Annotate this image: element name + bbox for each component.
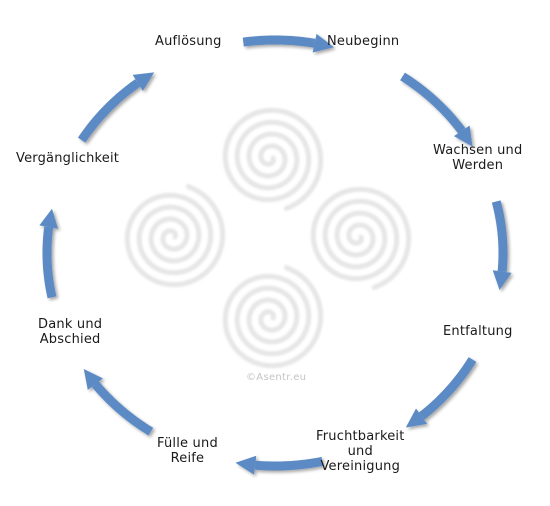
arrow-shaft xyxy=(254,456,324,471)
cycle-arrow-1 xyxy=(242,33,335,53)
clockwise-arrowhead-icon xyxy=(312,33,335,53)
cycle-arrow-6 xyxy=(83,369,154,436)
cycle-arrow-2 xyxy=(400,72,473,147)
arrow-shaft xyxy=(42,226,57,299)
clockwise-arrowhead-icon xyxy=(83,369,103,390)
cycle-arrow-8 xyxy=(77,72,155,143)
arrow-shaft xyxy=(242,35,316,48)
cycle-arrow-3 xyxy=(491,200,512,290)
arrow-shaft xyxy=(77,79,141,143)
cycle-arrows xyxy=(39,33,512,475)
arrow-shaft xyxy=(400,72,466,134)
quadruple-spiral-icon xyxy=(124,107,412,369)
clockwise-arrowhead-icon xyxy=(39,208,59,229)
clockwise-arrowhead-icon xyxy=(453,125,473,147)
stage-label-wachsen-und-werden: Wachsen und Werden xyxy=(433,143,523,173)
clockwise-arrowhead-icon xyxy=(492,270,512,290)
watermark-text: ©Asentr.eu xyxy=(246,372,307,383)
stage-label-dank-und-abschied: Dank und Abschied xyxy=(38,317,103,347)
stage-label-fuelle-und-reife: Fülle und Reife xyxy=(157,436,218,466)
spiral-3 xyxy=(310,186,412,290)
stage-label-fruchtbarkeit-und-vereinigung: Fruchtbarkeit und Vereinigung xyxy=(316,429,405,474)
stage-label-neubeginn: Neubeginn xyxy=(327,34,400,49)
spiral-2 xyxy=(124,184,226,288)
clockwise-arrowhead-icon xyxy=(132,72,155,91)
arrow-shaft xyxy=(91,381,154,436)
cycle-arrow-4 xyxy=(405,357,477,428)
stage-label-vergaenglichkeit: Vergänglichkeit xyxy=(16,151,120,166)
spiral-1 xyxy=(222,107,324,211)
cycle-arrow-7 xyxy=(39,208,59,299)
cycle-arrow-5 xyxy=(235,455,324,475)
arrow-shaft xyxy=(418,357,477,420)
stage-label-entfaltung: Entfaltung xyxy=(443,324,513,339)
clockwise-arrowhead-icon xyxy=(235,455,257,475)
stage-label-aufloesung: Auflösung xyxy=(155,34,222,49)
arrow-shaft xyxy=(491,200,508,272)
spiral-4 xyxy=(222,265,324,369)
clockwise-arrowhead-icon xyxy=(405,408,428,428)
